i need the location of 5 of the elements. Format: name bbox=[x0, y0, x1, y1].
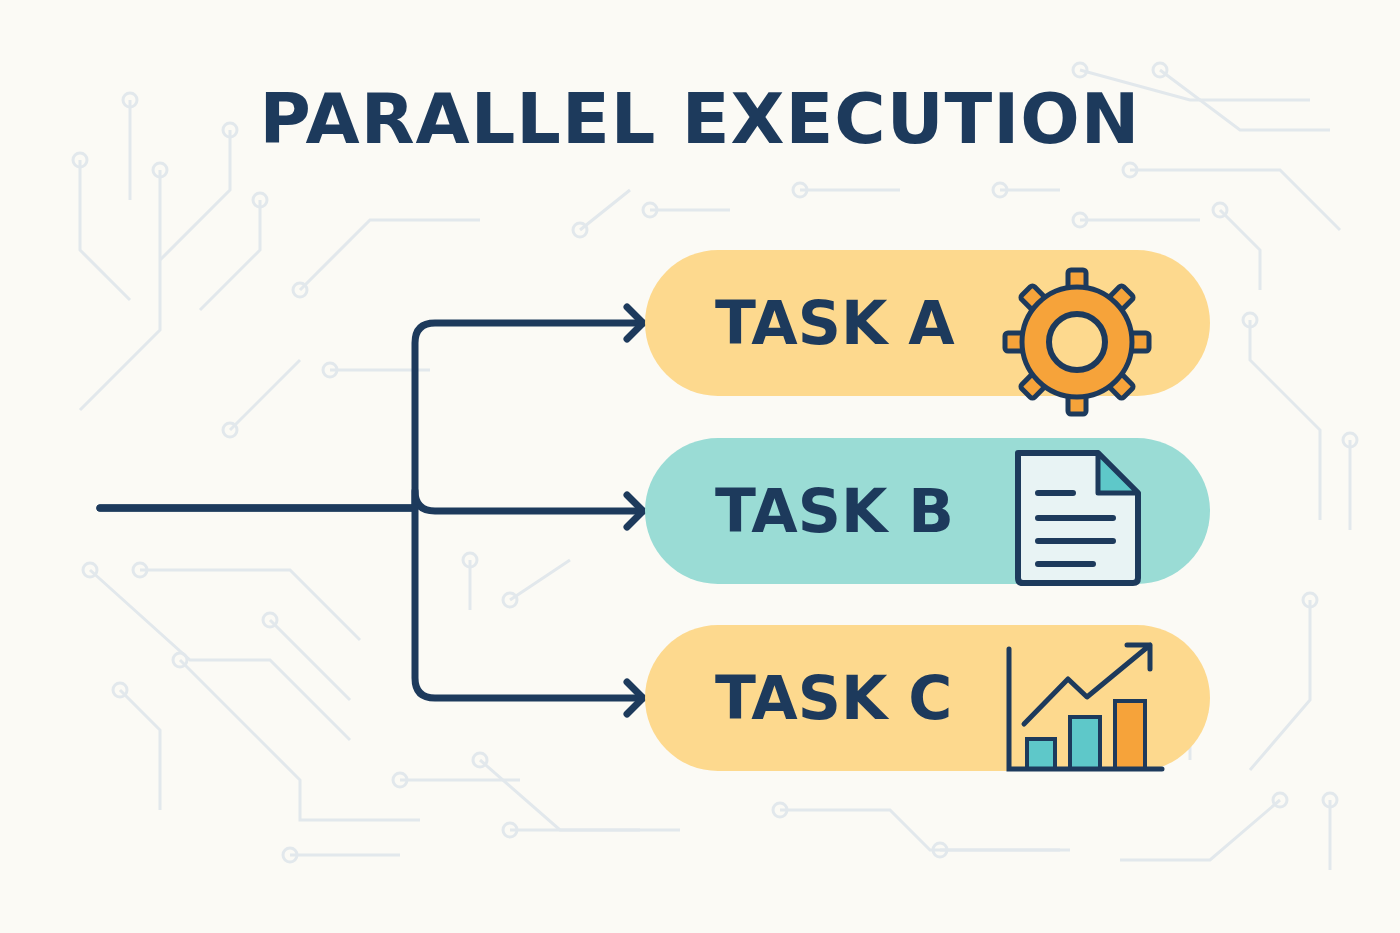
task-label: TASK A bbox=[715, 288, 955, 358]
task-label: TASK B bbox=[715, 476, 955, 546]
arrow bbox=[96, 504, 647, 718]
title: PARALLEL EXECUTION bbox=[259, 78, 1141, 160]
task-label: TASK C bbox=[715, 663, 953, 733]
